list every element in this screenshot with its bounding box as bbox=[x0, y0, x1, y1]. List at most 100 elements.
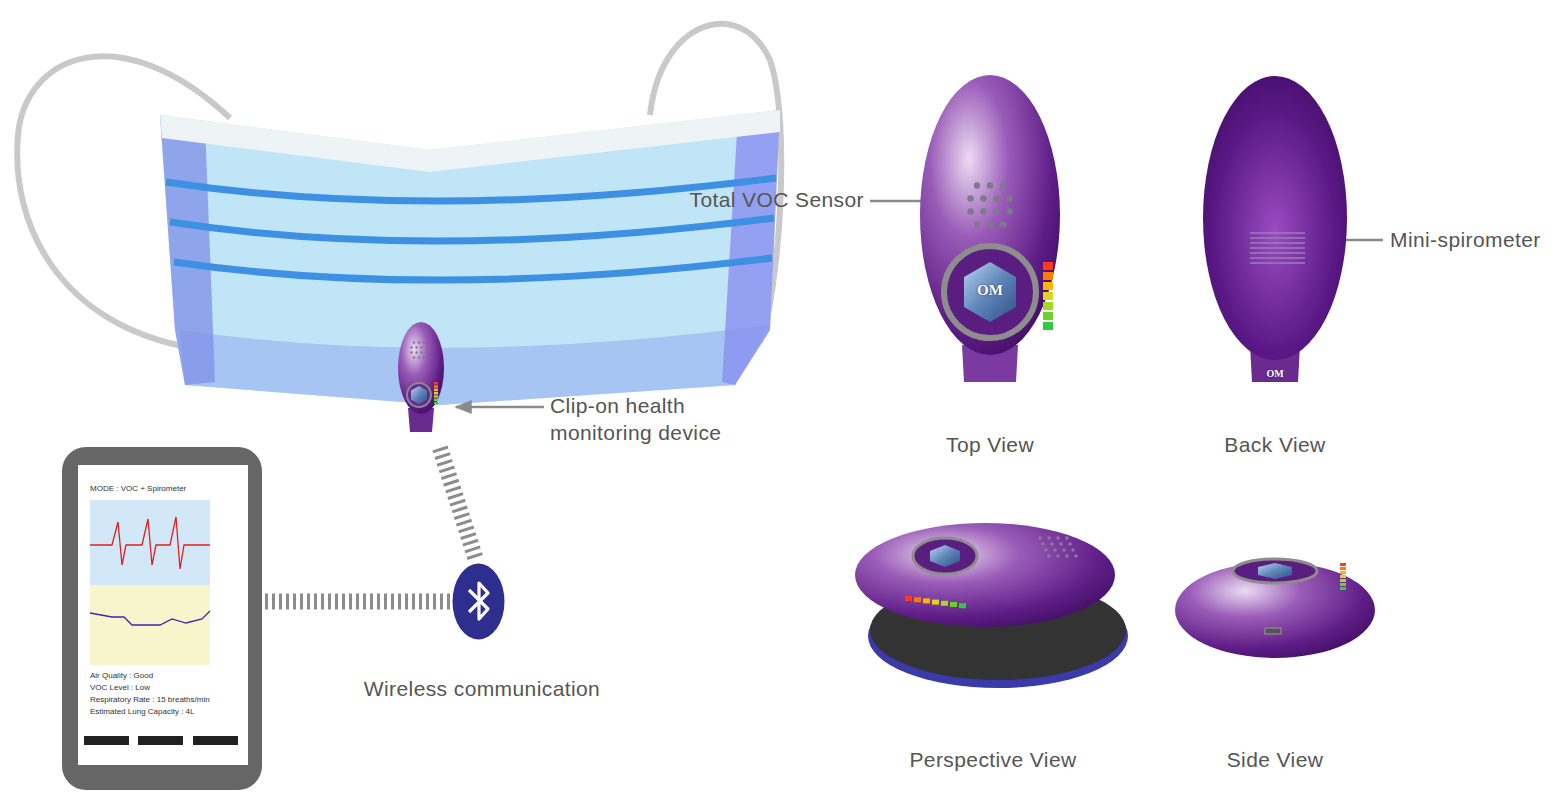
bluetooth-badge bbox=[453, 564, 505, 640]
node-heading: Wireless communication bbox=[332, 675, 632, 702]
device-back-view-part-part bbox=[1250, 262, 1305, 264]
callout-label: Total VOC Sensor bbox=[672, 186, 864, 213]
leader-arrow-part bbox=[456, 406, 544, 409]
clip-on-device-part-part bbox=[434, 402, 438, 405]
device-top-view-part-part bbox=[1043, 322, 1053, 330]
device-perspective-view-part-part bbox=[1071, 548, 1075, 552]
device-perspective-view-part-part bbox=[1041, 542, 1045, 546]
device-perspective-view-part-part bbox=[959, 603, 966, 608]
device-back-view-part bbox=[1203, 76, 1347, 360]
device-perspective-view-part-part bbox=[914, 597, 921, 602]
clip-on-device bbox=[398, 322, 444, 432]
bluetooth-rune bbox=[469, 583, 488, 619]
device-back-view-part-part bbox=[1250, 257, 1305, 259]
device-side-view-part bbox=[1265, 628, 1281, 634]
device-top-view-part-part bbox=[1043, 262, 1053, 270]
wireless-link bbox=[263, 594, 450, 610]
screen-text: VOC Level : Low bbox=[90, 683, 150, 694]
device-top-view-part-part bbox=[974, 182, 980, 188]
screen-text: Respiratory Rate : 15 breaths/min bbox=[90, 695, 210, 706]
clip-on-device-part-part bbox=[410, 351, 412, 353]
device-perspective-view-part-part bbox=[1065, 536, 1069, 540]
device-top-view-part bbox=[967, 182, 1012, 227]
device-side-view-part-part bbox=[1340, 587, 1346, 590]
clip-on-device-part-part bbox=[425, 351, 427, 353]
device-perspective-view-part-part bbox=[1059, 542, 1063, 546]
device-perspective-view-part-part bbox=[941, 601, 948, 606]
device-perspective-view-part-part bbox=[1047, 536, 1051, 540]
clip-on-device-part-part bbox=[434, 392, 438, 395]
logo-text: OM bbox=[1245, 369, 1305, 379]
clip-on-device-part-part bbox=[423, 356, 425, 358]
device-top-view-part-part bbox=[974, 221, 980, 227]
device-top-view-part-part bbox=[1043, 312, 1053, 320]
device-top-view bbox=[920, 75, 1060, 382]
device-back-view-part-part bbox=[1250, 237, 1305, 239]
device-back-view-part-part bbox=[1250, 247, 1305, 249]
device-top-view-part-part bbox=[1043, 292, 1053, 300]
phone-button bbox=[193, 736, 238, 745]
clip-on-device-part-part bbox=[434, 385, 438, 388]
device-top-view-part-part bbox=[1000, 221, 1006, 227]
view-caption: Perspective View bbox=[878, 746, 1108, 773]
device-side-view-part-part bbox=[1340, 583, 1346, 586]
device-perspective-view-part bbox=[855, 523, 1115, 627]
device-top-view-part-part bbox=[980, 195, 986, 201]
clip-on-device-part-part bbox=[410, 346, 412, 348]
device-perspective-view-part-part bbox=[1074, 554, 1078, 558]
device-perspective-view-part-part bbox=[923, 598, 930, 603]
device-top-view-part-part bbox=[993, 208, 999, 214]
device-perspective-view-part-part bbox=[1056, 554, 1060, 558]
face-mask-part bbox=[160, 115, 215, 385]
face-mask-part bbox=[166, 178, 776, 201]
device-top-view-part-part bbox=[1043, 272, 1053, 280]
clip-on-device-part-part bbox=[420, 351, 422, 353]
clip-on-device-part-part bbox=[434, 382, 438, 385]
ecg-trace bbox=[90, 517, 210, 569]
device-top-view-part-part bbox=[967, 195, 973, 201]
chart-panel bbox=[90, 500, 210, 585]
device-top-view-part-part bbox=[1006, 208, 1012, 214]
face-mask-part bbox=[170, 218, 774, 241]
device-top-view-part bbox=[1043, 262, 1053, 330]
device-perspective-view-part-part bbox=[950, 602, 957, 607]
clip-on-device-part bbox=[434, 382, 438, 404]
clip-on-device-part-part bbox=[434, 389, 438, 392]
face-mask-part bbox=[160, 110, 780, 172]
clip-on-device-part-part bbox=[434, 395, 438, 398]
device-perspective-view-part-part bbox=[1056, 536, 1060, 540]
clip-on-device-part bbox=[411, 386, 427, 404]
device-perspective-view-part-part bbox=[1044, 548, 1048, 552]
device-side-view bbox=[1175, 559, 1375, 658]
view-caption: Top View bbox=[890, 431, 1090, 458]
device-side-view-part bbox=[1175, 562, 1375, 658]
device-perspective-view-part-part bbox=[1038, 536, 1042, 540]
device-perspective-view-part-part bbox=[932, 600, 939, 605]
device-top-view-part-part bbox=[967, 208, 973, 214]
clip-on-device-part-part bbox=[413, 341, 415, 343]
device-top-view-part-part bbox=[987, 182, 993, 188]
clip-on-device-part-part bbox=[423, 341, 425, 343]
device-side-view-part bbox=[1233, 559, 1317, 583]
face-mask-part bbox=[174, 258, 772, 280]
callout-label: Clip-on health monitoring device bbox=[550, 392, 765, 447]
callout-label: Mini-spirometer bbox=[1390, 226, 1560, 253]
phone-button bbox=[138, 736, 183, 745]
device-side-view-part-part bbox=[1340, 571, 1346, 574]
face-mask-part bbox=[180, 325, 770, 405]
device-top-view-part bbox=[944, 246, 1036, 338]
screen bbox=[78, 465, 248, 765]
device-perspective-view-part bbox=[913, 538, 977, 574]
device-top-view-part-part bbox=[980, 208, 986, 214]
device-top-view-part-part bbox=[993, 195, 999, 201]
phone-button bbox=[84, 736, 129, 745]
clip-on-device-part bbox=[398, 322, 444, 414]
phone-screen bbox=[62, 447, 262, 790]
device-side-view-part-part bbox=[1340, 575, 1346, 578]
device-side-view-part bbox=[1258, 563, 1292, 579]
device-top-view-part bbox=[920, 75, 1060, 355]
face-mask-part bbox=[160, 110, 780, 405]
device-side-view-part-part bbox=[1340, 563, 1346, 566]
